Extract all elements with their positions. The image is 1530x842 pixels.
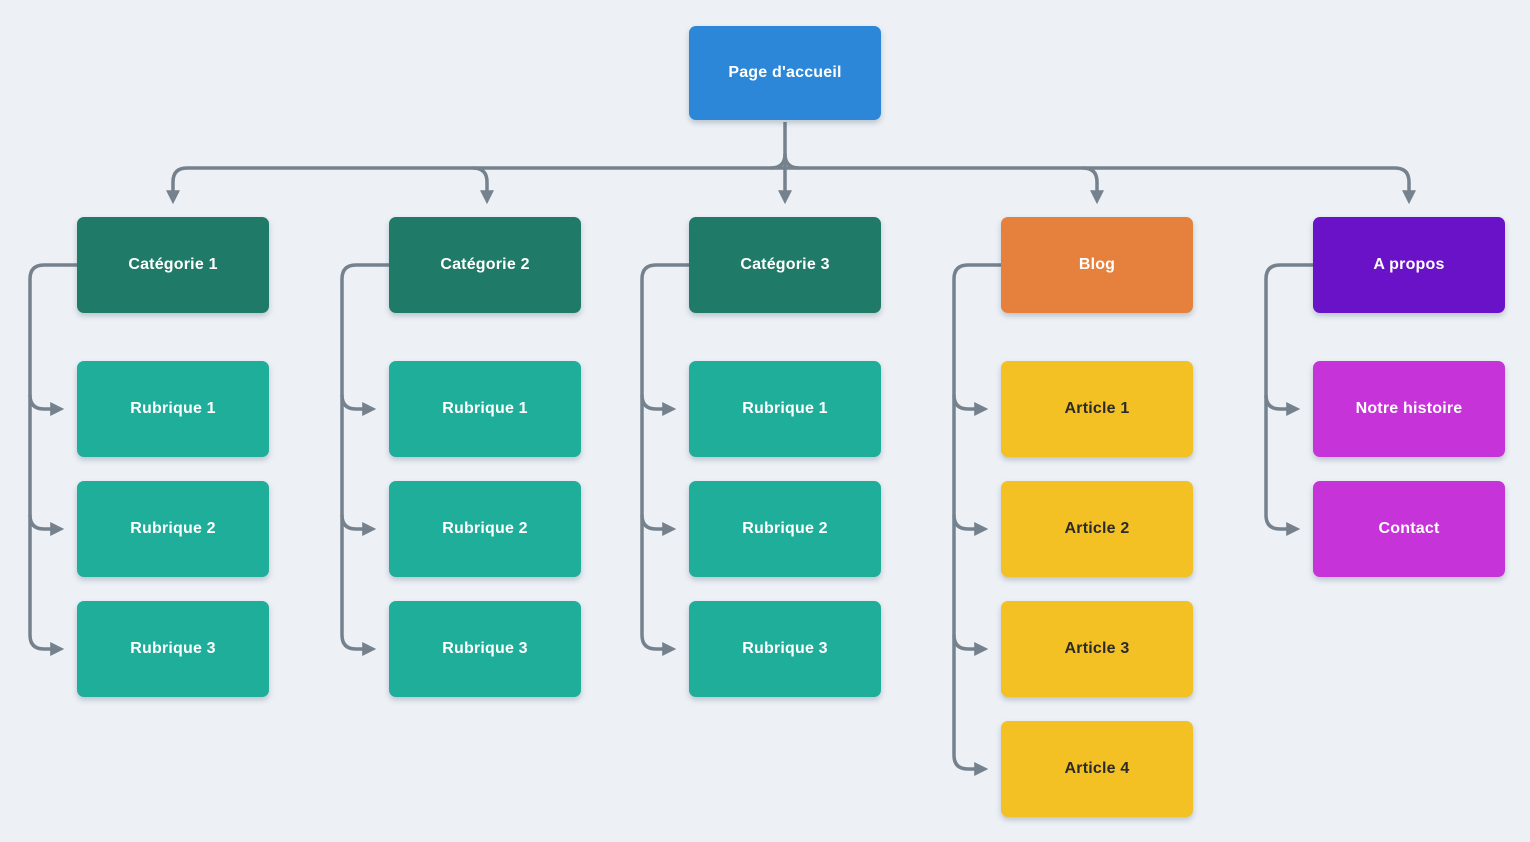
node-categorie-3[interactable]: Catégorie 3: [689, 217, 881, 313]
connector-col2-branch1: [340, 394, 377, 416]
node-article-4[interactable]: Article 4: [1001, 721, 1193, 817]
node-categorie-3-rubrique-2[interactable]: Rubrique 2: [689, 481, 881, 577]
connector-col3-spine: [640, 263, 689, 656]
connector-rail-fillets: [770, 153, 800, 170]
node-article-3[interactable]: Article 3: [1001, 601, 1193, 697]
connector-col5-spine: [1264, 263, 1313, 536]
connector-col1-branch1: [28, 394, 65, 416]
node-article-2[interactable]: Article 2: [1001, 481, 1193, 577]
connector-col4-spine: [952, 263, 1001, 776]
connector-col3-branch2: [640, 514, 677, 536]
connector-col3-branch1: [640, 394, 677, 416]
node-categorie-3-rubrique-1[interactable]: Rubrique 1: [689, 361, 881, 457]
connector-col4-branch3: [952, 634, 989, 656]
node-contact[interactable]: Contact: [1313, 481, 1505, 577]
connector-col5-branch1: [1264, 394, 1301, 416]
node-categorie-1-rubrique-2[interactable]: Rubrique 2: [77, 481, 269, 577]
connector-drop-blog: [1082, 166, 1104, 205]
node-categorie-1-rubrique-3[interactable]: Rubrique 3: [77, 601, 269, 697]
connector-drop-categorie2: [472, 166, 494, 205]
node-categorie-3-rubrique-3[interactable]: Rubrique 3: [689, 601, 881, 697]
node-article-1[interactable]: Article 1: [1001, 361, 1193, 457]
connector-col4-branch2: [952, 514, 989, 536]
node-categorie-2[interactable]: Catégorie 2: [389, 217, 581, 313]
connector-col1-spine: [28, 263, 77, 656]
node-notre-histoire[interactable]: Notre histoire: [1313, 361, 1505, 457]
node-home[interactable]: Page d'accueil: [689, 26, 881, 120]
node-categorie-1-rubrique-1[interactable]: Rubrique 1: [77, 361, 269, 457]
connector-col4-branch1: [952, 394, 989, 416]
connector-col1-branch2: [28, 514, 65, 536]
connector-top-rail: [166, 166, 1416, 205]
node-blog[interactable]: Blog: [1001, 217, 1193, 313]
node-categorie-2-rubrique-3[interactable]: Rubrique 3: [389, 601, 581, 697]
node-categorie-2-rubrique-1[interactable]: Rubrique 1: [389, 361, 581, 457]
connector-col2-branch2: [340, 514, 377, 536]
node-categorie-1[interactable]: Catégorie 1: [77, 217, 269, 313]
node-categorie-2-rubrique-2[interactable]: Rubrique 2: [389, 481, 581, 577]
node-a-propos[interactable]: A propos: [1313, 217, 1505, 313]
connector-col2-spine: [340, 263, 389, 656]
